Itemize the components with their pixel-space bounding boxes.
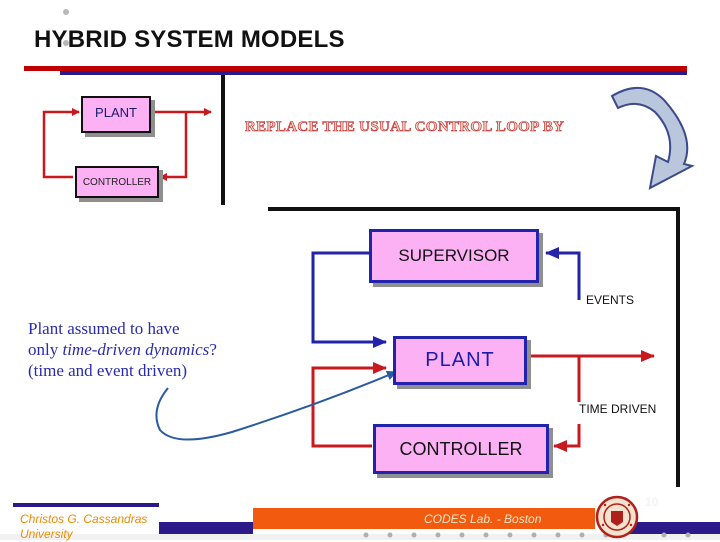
- events-label: EVENTS: [584, 293, 637, 307]
- title-bullet-icon: [63, 9, 69, 15]
- supervisor-label: SUPERVISOR: [398, 246, 510, 265]
- small-control-loop: [42, 108, 212, 181]
- university-seal-icon: [595, 495, 639, 539]
- supervisor-box: SUPERVISOR: [369, 229, 539, 283]
- event-loop: [311, 247, 581, 348]
- curved-replace-arrow: [610, 87, 695, 190]
- controller-box-small: CONTROLLER: [75, 166, 159, 198]
- note-emphasis: time-driven dynamics: [62, 340, 210, 359]
- footer-author: Christos G. Cassandras University: [20, 512, 147, 542]
- hybrid-frame: [268, 207, 680, 487]
- footer-lab: CODES Lab. - Boston: [424, 512, 542, 526]
- plant-box-small: PLANT: [81, 96, 151, 133]
- note-line-2-prefix: only: [28, 340, 63, 359]
- title-bullet-icon-2: [63, 40, 69, 46]
- note-pointer-arrow: [155, 370, 397, 441]
- replace-caption: REPLACE THE USUAL CONTROL LOOP BY: [245, 119, 565, 136]
- note-line-2: only time-driven dynamics?: [28, 339, 217, 360]
- time-loop: [311, 350, 655, 452]
- plant-small-label: PLANT: [95, 105, 137, 120]
- controller-large-label: CONTROLLER: [399, 438, 523, 459]
- page-number: 10: [645, 495, 659, 509]
- controller-box-large: CONTROLLER: [373, 424, 549, 474]
- footer-bars: [0, 503, 720, 540]
- note-line-1: Plant assumed to have: [28, 319, 180, 338]
- plant-large-label: PLANT: [425, 349, 495, 371]
- plant-note: Plant assumed to have only time-driven d…: [28, 318, 217, 381]
- note-line-3: (time and event driven): [28, 361, 188, 380]
- panel-divider: [221, 75, 225, 205]
- page-title: HYBRID SYSTEM MODELS: [34, 26, 345, 53]
- note-line-2-suffix: ?: [209, 340, 217, 359]
- author-name: Christos G. Cassandras: [20, 512, 148, 526]
- footer-dots: [363, 532, 691, 538]
- title-underline: [24, 66, 687, 75]
- controller-small-label: CONTROLLER: [82, 176, 152, 188]
- plant-box-large: PLANT: [393, 336, 527, 385]
- time-driven-label: TIME DRIVEN: [577, 402, 659, 416]
- author-institution: University: [20, 527, 73, 541]
